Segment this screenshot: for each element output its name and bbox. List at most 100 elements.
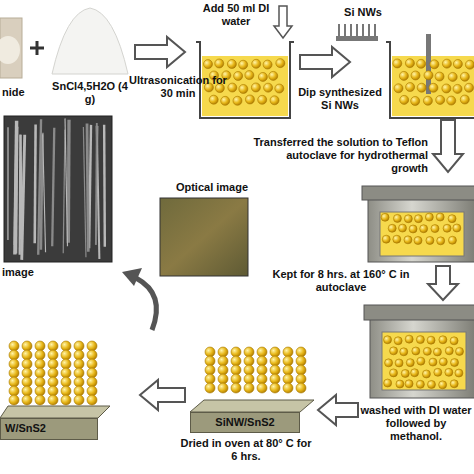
process-arrow [428, 266, 458, 300]
nanoparticle [9, 386, 19, 396]
nanoparticle [453, 59, 462, 68]
process-arrow [318, 395, 358, 425]
nanoparticle [244, 365, 254, 375]
nanoparticle [434, 368, 442, 376]
nanoparticle [205, 365, 215, 375]
nanoparticle [9, 377, 19, 387]
nanoparticle [404, 236, 412, 244]
nanoparticle [74, 386, 84, 396]
nanoparticle [87, 350, 97, 360]
nanoparticle [423, 347, 431, 355]
nanoparticle [209, 95, 218, 104]
nanoparticles [9, 59, 474, 405]
nanoparticle [417, 357, 425, 365]
nanoparticle [9, 350, 19, 360]
image-caption: Optical image [164, 181, 260, 194]
nanoparticle [22, 350, 32, 360]
nanoparticle [252, 59, 261, 68]
nanoparticle [442, 84, 451, 93]
sem-nanowire [16, 127, 17, 254]
nanoparticle [390, 369, 398, 377]
process-arrow [140, 380, 185, 410]
nanoparticle [427, 380, 435, 388]
nanoparticle [393, 59, 402, 68]
nanoparticle [445, 347, 453, 355]
nanoparticle [205, 356, 215, 366]
reagent-name: SnCl4,5H2O (4 g) [50, 80, 130, 106]
nanoparticle [455, 347, 463, 355]
sem-nanowire [43, 134, 46, 252]
nanoparticle [416, 380, 424, 388]
nanoparticle [257, 365, 267, 375]
nanoparticle [221, 96, 230, 105]
nanoparticle [394, 337, 402, 345]
nanoparticle [296, 383, 306, 393]
nanoparticle [453, 224, 461, 232]
nanoparticle [9, 368, 19, 378]
process-arrow [300, 47, 350, 77]
nanoparticle [218, 383, 228, 393]
nanoparticle [269, 71, 278, 80]
nanoparticle [425, 213, 433, 221]
nanoparticle [61, 368, 71, 378]
nanoparticle [61, 377, 71, 387]
sem-nanowire [33, 124, 36, 243]
nanoparticle [244, 356, 254, 366]
sem-nanowire [41, 133, 43, 250]
nanoparticle [270, 365, 280, 375]
reagent-powder [0, 36, 20, 64]
optical-image [160, 198, 248, 276]
nanoparticle [61, 395, 71, 405]
nanoparticle [9, 341, 19, 351]
reagent-name: nide [2, 86, 42, 99]
nanoparticle [22, 341, 32, 351]
nanoparticle [417, 59, 426, 68]
nanoparticle [87, 395, 97, 405]
nanoparticle [22, 359, 32, 369]
nanoparticle [231, 347, 241, 357]
nanoparticle [460, 72, 469, 81]
nanoparticle [455, 369, 463, 377]
sample-label: W/SnS2 [5, 422, 93, 435]
nanoparticle [390, 347, 398, 355]
nanoparticle [35, 368, 45, 378]
nanoparticle [382, 235, 390, 243]
nanoparticle [205, 374, 215, 384]
substrate [190, 400, 314, 412]
nanoparticle [48, 350, 58, 360]
nanoparticle [218, 365, 228, 375]
nanoparticle [231, 365, 241, 375]
nanoparticle [48, 386, 58, 396]
sample-name: Si NWs [338, 6, 388, 19]
nanoparticle [234, 71, 243, 80]
nanoparticle [465, 83, 474, 92]
sem-nanowire [65, 118, 67, 246]
nanoparticle [395, 359, 403, 367]
nanoparticle [239, 60, 248, 69]
teflon-liner [380, 212, 464, 256]
nanoparticle [422, 370, 430, 378]
nanoparticle [409, 225, 417, 233]
nanoparticle [48, 341, 58, 351]
nanoparticle [283, 374, 293, 384]
nanoparticle [270, 356, 280, 366]
nanoparticle [74, 368, 84, 378]
nanoparticle [231, 374, 241, 384]
nanoparticle [388, 224, 396, 232]
nanoparticle [437, 237, 445, 245]
nanoparticle [405, 380, 413, 388]
substrate-slab: W/SnS2 [0, 418, 98, 440]
nanoparticle [399, 71, 408, 80]
nanoparticle [417, 83, 426, 92]
nanoparticle [448, 215, 456, 223]
nanoparticle [445, 368, 453, 376]
nanoparticle [435, 72, 444, 81]
nanoparticle [48, 359, 58, 369]
nanoparticle [48, 368, 58, 378]
nanoparticle [460, 95, 469, 104]
step-note: Transferred the solution to Teflon autoc… [248, 136, 428, 175]
sem-nanowire [52, 128, 54, 247]
nanoparticle [412, 347, 420, 355]
nanoparticle [257, 356, 267, 366]
